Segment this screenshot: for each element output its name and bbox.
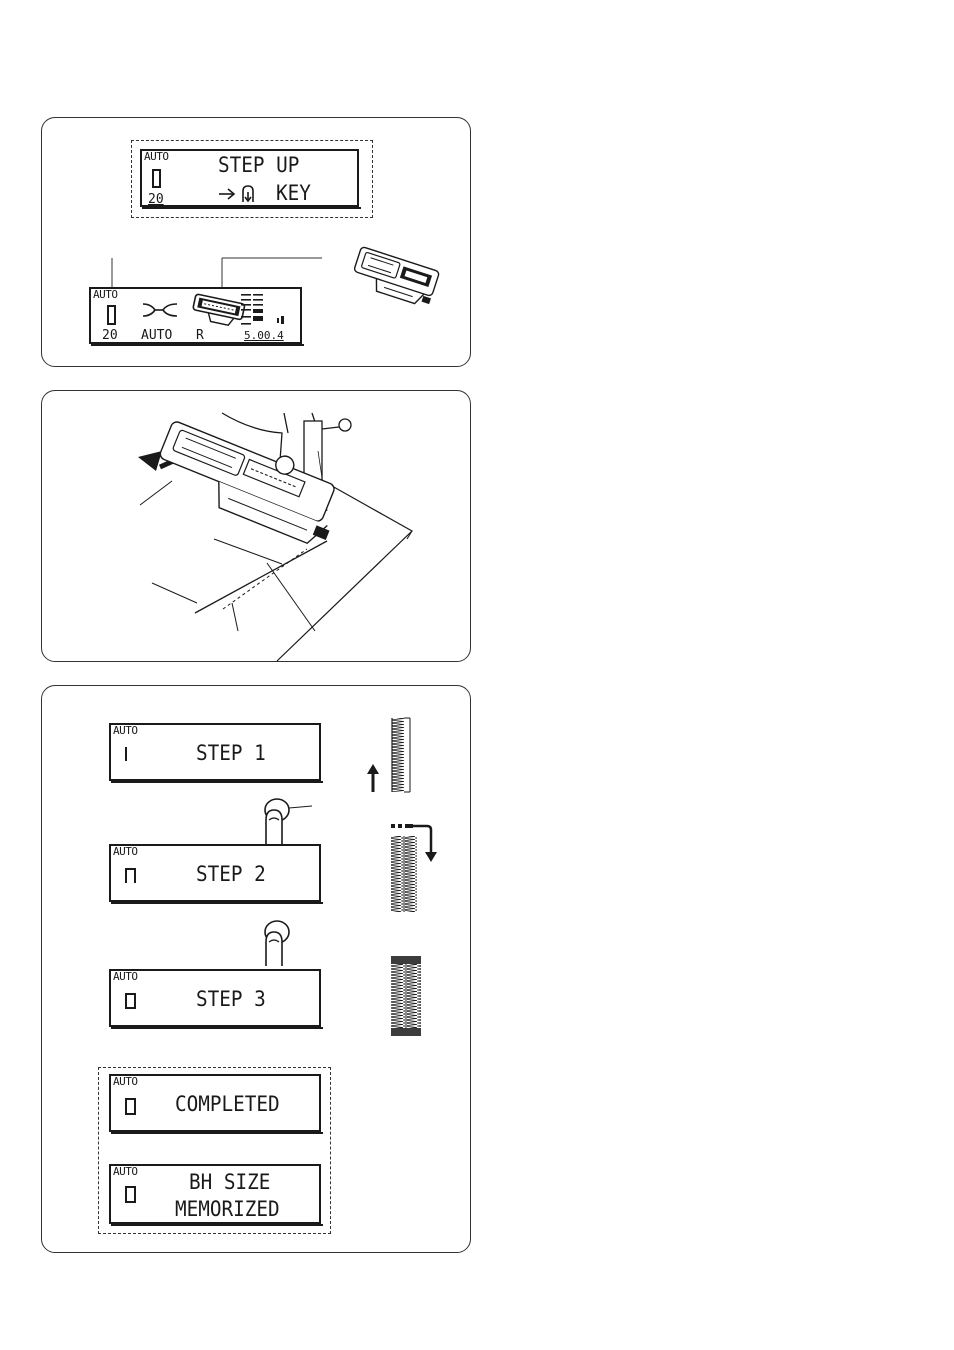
lcd-completed-label: COMPLETED: [175, 1092, 280, 1116]
lcd-size-value: 20: [102, 329, 118, 343]
lcd-step-2: AUTO STEP 2: [109, 844, 321, 902]
lcd-memorized-line-2: MEMORIZED: [175, 1197, 280, 1221]
presser-foot-r-icon: [189, 293, 249, 329]
panel-presser-foot-illustration: [41, 390, 471, 662]
stitch-pattern-icon: [141, 301, 181, 319]
buttonhole-left-icon: [125, 747, 128, 761]
lcd-completed: AUTO COMPLETED: [109, 1074, 321, 1132]
buttonhole-top-icon: [125, 868, 136, 883]
lcd-mode-label: AUTO: [93, 289, 118, 301]
lcd-bh-size-memorized: AUTO BH SIZE MEMORIZED: [109, 1164, 321, 1224]
stitch-step-1-diagram: [362, 714, 422, 804]
lcd-mode-label: AUTO: [113, 846, 138, 858]
buttonhole-full-icon: [125, 993, 136, 1009]
lcd-foot-letter: R: [196, 329, 204, 343]
buttonhole-full-icon: [125, 1186, 136, 1203]
lcd-mode-label: AUTO: [113, 1076, 138, 1088]
sewing-machine-foot-illustration: [42, 391, 472, 663]
lcd-step-label: STEP 2: [196, 862, 266, 886]
buttonhole-full-icon: [107, 305, 116, 325]
stitch-step-3-diagram: [389, 954, 429, 1044]
lcd-bottom-mode: AUTO: [141, 329, 172, 343]
settings-bars-icon: [241, 292, 285, 330]
lcd-step-label: STEP 1: [196, 741, 266, 765]
lcd-step-3: AUTO STEP 3: [109, 969, 321, 1027]
lcd-pattern-display: AUTO 20 AUTO R: [89, 287, 302, 344]
panel-step-up-display: AUTO 20 STEP UP KEY AUTO 20 AUTO: [41, 117, 471, 367]
buttonhole-full-icon: [125, 1098, 136, 1115]
buttonhole-foot-illustration: [347, 245, 447, 315]
finger-press-icon: [252, 918, 302, 968]
lcd-mode-label: AUTO: [113, 1166, 138, 1178]
lcd-step-1: AUTO STEP 1: [109, 723, 321, 781]
finger-press-icon: [252, 796, 332, 846]
panel-buttonhole-steps: AUTO STEP 1 AUTO STEP 2 AUTO STEP 3: [41, 685, 471, 1253]
lcd-mode-label: AUTO: [113, 971, 138, 983]
lcd-settings-values: 5.00.4: [244, 329, 284, 343]
stitch-step-2-diagram: [387, 820, 447, 920]
lcd-mode-label: AUTO: [113, 725, 138, 737]
lcd-step-label: STEP 3: [196, 987, 266, 1011]
lcd-memorized-line-1: BH SIZE: [189, 1170, 270, 1194]
